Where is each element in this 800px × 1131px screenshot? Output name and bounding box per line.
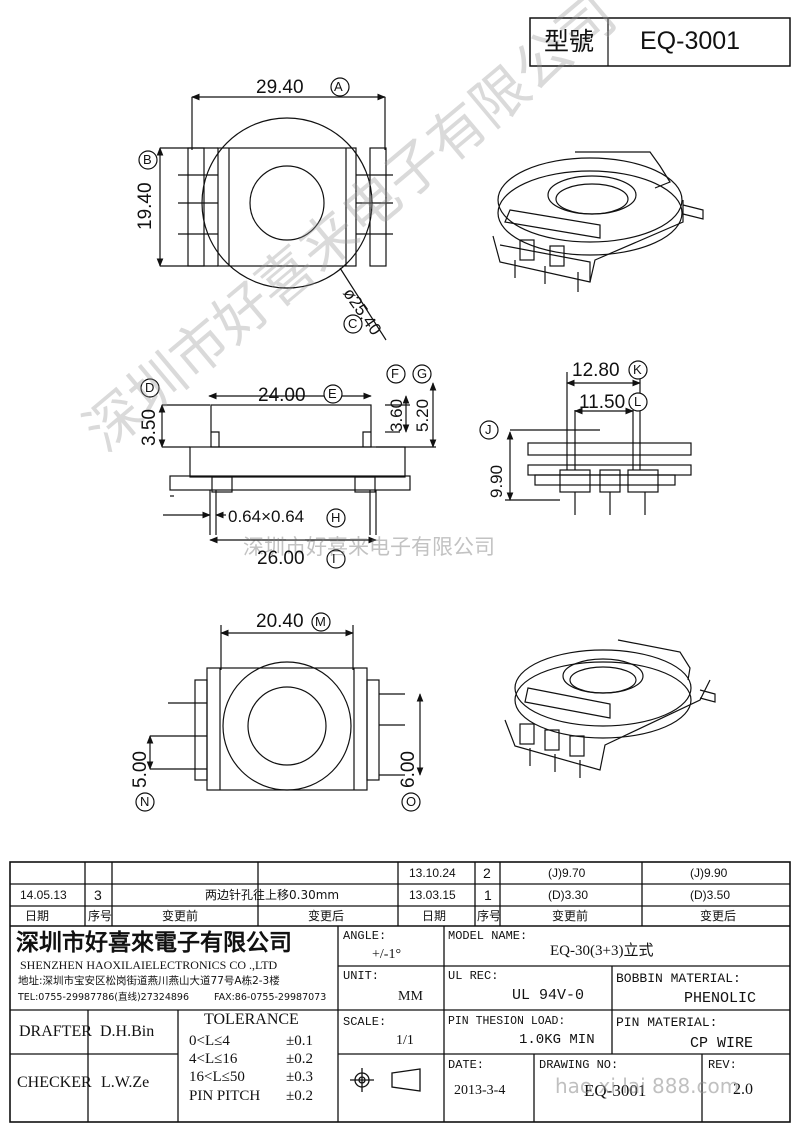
tolerance-range: 0<L≤4 [189,1033,230,1049]
dim-h-tag: H [331,510,341,525]
header-date-right: 日期 [422,909,447,923]
dim-e-value: 24.00 [258,385,306,406]
pin-material-value: CP WIRE [690,1035,754,1052]
dim-d-value: 3.50 [139,409,160,446]
dim-i-tag: I [332,551,336,566]
bobbin-label: BOBBIN MATERIAL: [616,971,741,986]
dim-g-tag: G [417,366,428,381]
dim-g-value: 5.20 [413,398,432,432]
side-view [505,372,692,515]
ul-value: UL 94V-0 [512,987,585,1004]
drawing-no-value: EQ-3001 [584,1081,647,1100]
rev-value: 2.0 [733,1081,753,1098]
rev1-before: (D)3.30 [548,888,589,902]
dim-d-tag: D [145,380,155,395]
model-value: EQ-3001 [640,27,741,55]
drafter-value: D.H.Bin [100,1023,155,1040]
date-value: 2013-3-4 [454,1083,506,1098]
checker-value: L.W.Ze [101,1074,150,1091]
dim-k-tag: K [633,362,642,377]
tolerance-value: ±0.2 [286,1051,313,1067]
rev2-date: 13.10.24 [409,866,456,880]
dim-n-tag: N [140,794,150,809]
model-name-label: MODEL NAME: [448,929,528,943]
unit-label: UNIT: [343,969,380,983]
dim-l-tag: L [634,394,642,409]
model-name-value: EQ-30(3+3)立式 [550,943,654,959]
rev3-content: 两边针孔往上移0.30mm [205,888,340,902]
dim-l-value: 11.50 [579,392,626,413]
dim-j-value: 9.90 [487,464,506,498]
dim-a-tag: A [334,79,343,94]
tolerance-value: ±0.3 [286,1069,313,1085]
pin-load-value: 1.0KG MIN [519,1032,595,1048]
company-address: 地址:深圳市宝安区松岗街道燕川燕山大道77号A栋2-3楼 [18,975,280,987]
rev3-no: 3 [94,887,102,903]
header-no-right: 序号 [477,909,502,923]
rev2-no: 2 [483,865,491,881]
company-tel: TEL:0755-29987786(直线)27324896 [18,992,190,1003]
header-after-right: 变更后 [700,909,737,923]
dim-j-tag: J [485,422,492,437]
dim-b-value: 19.40 [135,182,156,230]
bottom-view [146,625,424,791]
header-after-left: 变更后 [308,909,345,923]
dim-c-tag: C [348,316,358,331]
header-no-left: 序号 [88,909,113,923]
dim-m-tag: M [315,614,326,629]
dim-e-tag: E [328,386,337,401]
header-before-right: 变更前 [552,909,589,923]
top-view [156,93,393,341]
dim-a-value: 29.40 [256,77,304,98]
rev3-date: 14.05.13 [20,888,67,902]
angle-label: ANGLE: [343,929,387,943]
dim-n-value: 5.00 [130,751,151,788]
rev2-before: (J)9.70 [548,866,586,880]
header-before-left: 变更前 [162,909,199,923]
rev1-date: 13.03.15 [409,888,456,902]
tolerance-title: TOLERANCE [204,1011,299,1028]
dim-f-tag: F [391,366,399,381]
dim-b-tag: B [143,152,152,167]
dim-m-value: 20.40 [256,611,304,632]
unit-value: MM [398,989,423,1004]
model-label: 型號 [544,27,595,56]
rev1-no: 1 [484,887,492,903]
pin-material-label: PIN MATERIAL: [616,1015,718,1030]
tolerance-range: PIN PITCH [189,1088,261,1104]
drawing-no-label: DRAWING NO: [539,1058,619,1072]
drafter-label: DRAFTER [19,1023,92,1040]
scale-label: SCALE: [343,1015,387,1029]
dim-h-value: 0.64×0.64 [228,507,305,526]
front-view [158,382,437,544]
bobbin-value: PHENOLIC [684,990,757,1007]
rev-label: REV: [708,1058,737,1072]
dim-k-value: 12.80 [572,360,620,381]
company-name-en: SHENZHEN HAOXILAIELECTRONICS CO .,LTD [20,958,278,972]
angle-value: +/-1° [372,947,402,962]
company-fax: FAX:86-0755-29987073 [214,992,327,1003]
title-table-grid [9,861,791,1123]
header-date-left: 日期 [25,909,50,923]
dim-o-tag: O [406,794,417,809]
rev1-after: (D)3.50 [690,888,731,902]
pin-load-label: PIN THESION LOAD: [448,1015,566,1028]
dim-o-value: 6.00 [398,751,419,788]
dim-f-value: 3.60 [387,398,406,432]
dim-i-value: 26.00 [257,548,305,569]
date-label: DATE: [448,1058,485,1072]
scale-value: 1/1 [396,1033,414,1048]
company-name-cn: 深圳市好喜來電子有限公司 [16,929,292,956]
isometric-view-top [492,151,704,292]
rev2-after: (J)9.90 [690,866,728,880]
tolerance-value: ±0.1 [286,1033,313,1049]
checker-label: CHECKER [17,1074,92,1091]
tolerance-range: 4<L≤16 [189,1051,238,1067]
tolerance-value: ±0.2 [286,1088,313,1104]
model-title-box [529,17,791,67]
tolerance-range: 16<L≤50 [189,1069,245,1085]
isometric-view-bottom [504,639,716,778]
ul-label: UL REC: [448,969,499,983]
